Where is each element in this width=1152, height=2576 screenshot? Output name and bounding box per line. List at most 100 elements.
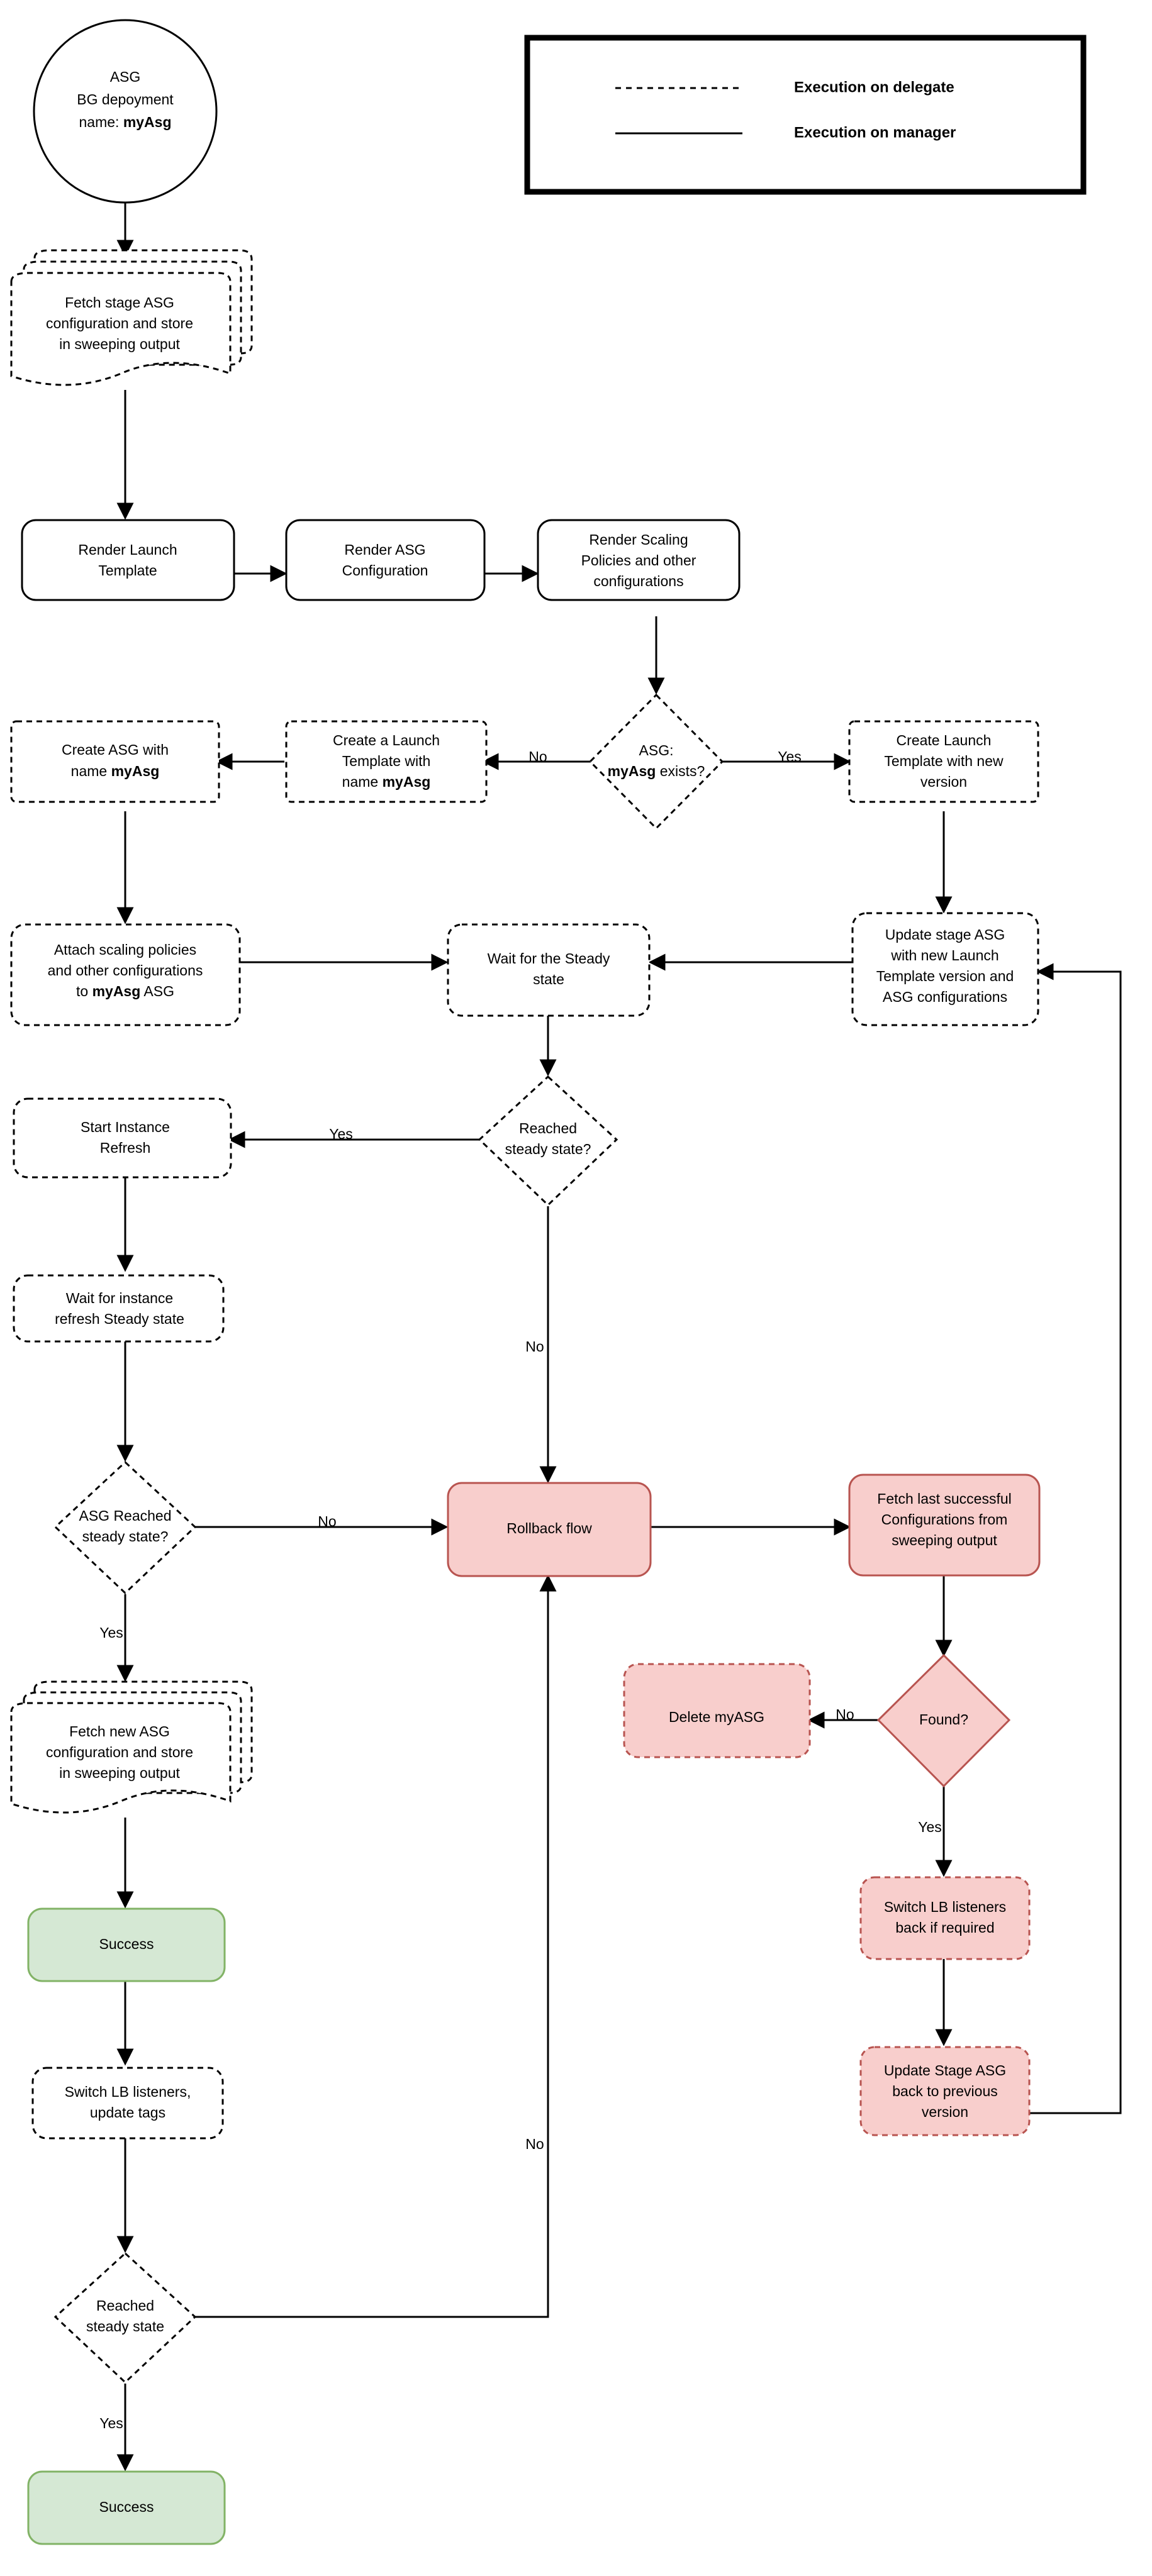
success-bottom-box[interactable] bbox=[27, 2470, 226, 2545]
render-scaling-line3: configurations bbox=[593, 573, 683, 589]
fetch-last-line3: sweeping output bbox=[892, 1532, 997, 1548]
node-update-stage-asg-back[interactable]: Update Stage ASG back to previous versio… bbox=[859, 2046, 1031, 2136]
fetch-last-line2: Configurations from bbox=[881, 1511, 1008, 1528]
legend-manager-label: Execution on manager bbox=[794, 124, 956, 141]
asg-reached-line2: steady state? bbox=[82, 1528, 169, 1545]
fetch-stage-doc-front[interactable] bbox=[10, 272, 232, 386]
edge-bottom-steady-no bbox=[195, 1574, 557, 2318]
create-launch-template-box[interactable] bbox=[285, 720, 488, 803]
attach-scaling-line1: Attach scaling policies bbox=[54, 941, 196, 958]
render-launch-template-box[interactable] bbox=[21, 519, 235, 601]
attach-scaling-line3-bold: myAsg bbox=[92, 983, 141, 999]
update-back-line1: Update Stage ASG bbox=[884, 2062, 1006, 2079]
node-asg-exists-decision[interactable]: ASG: myAsg exists? bbox=[588, 693, 724, 830]
node-fetch-last-successful[interactable]: Fetch last successful Configurations fro… bbox=[848, 1474, 1041, 1577]
render-scaling-box[interactable] bbox=[537, 519, 741, 601]
edge-label-reached-no: No bbox=[525, 1338, 544, 1355]
attach-scaling-line3: to myAsg ASG bbox=[76, 983, 174, 999]
start-instance-refresh-box[interactable] bbox=[13, 1097, 232, 1179]
success-top-box[interactable] bbox=[27, 1907, 226, 1982]
rollback-flow-line1: Rollback flow bbox=[506, 1520, 592, 1536]
node-render-launch-template[interactable]: Render Launch Template bbox=[21, 519, 235, 601]
asg-reached-steady-diamond[interactable] bbox=[53, 1460, 197, 1595]
legend-frame bbox=[524, 35, 1087, 195]
fetch-stage-line3: in sweeping output bbox=[59, 336, 180, 352]
edges-layer: No Yes Yes No No Yes bbox=[99, 203, 1122, 2472]
edge-label-found-yes: Yes bbox=[918, 1819, 942, 1835]
node-switch-lb-update-tags[interactable]: Switch LB listeners, update tags bbox=[31, 2067, 224, 2140]
create-lt-new-version-box[interactable] bbox=[848, 720, 1039, 803]
node-wait-for-steady-state[interactable]: Wait for the Steady state bbox=[447, 923, 651, 1017]
edge-label-exists-no: No bbox=[528, 748, 547, 765]
attach-scaling-line2: and other configurations bbox=[48, 962, 203, 979]
delete-myasg-box[interactable] bbox=[623, 1663, 811, 1758]
update-stage-back-box[interactable] bbox=[859, 2046, 1031, 2136]
start-line2: BG depoyment bbox=[77, 91, 174, 108]
asg-reached-line1: ASG Reached bbox=[79, 1507, 171, 1524]
success-bottom-line1: Success bbox=[99, 2499, 154, 2515]
node-create-asg[interactable]: Create ASG with name myAsg bbox=[10, 720, 220, 803]
node-found-decision[interactable]: Found? bbox=[876, 1653, 1011, 1788]
edge-label-exists-yes: Yes bbox=[778, 748, 802, 765]
legend-box: Execution on delegate Execution on manag… bbox=[524, 35, 1087, 195]
delete-myasg-line1: Delete myASG bbox=[669, 1709, 764, 1725]
node-attach-scaling-policies[interactable]: Attach scaling policies and other config… bbox=[10, 923, 241, 1026]
create-asg-box[interactable] bbox=[10, 720, 220, 803]
node-start-instance-refresh[interactable]: Start Instance Refresh bbox=[13, 1097, 232, 1179]
found-diamond[interactable] bbox=[876, 1653, 1011, 1788]
wait-instance-refresh-box[interactable] bbox=[13, 1274, 225, 1343]
reached-steady-line2: steady state? bbox=[505, 1141, 591, 1157]
attach-scaling-line3-prefix: to bbox=[76, 983, 92, 999]
node-reached-steady-bottom-decision[interactable]: Reached steady state bbox=[53, 2251, 197, 2384]
node-success-top[interactable]: Success bbox=[27, 1907, 226, 1982]
node-fetch-new-asg[interactable]: Fetch new ASG configuration and store in… bbox=[10, 1680, 253, 1814]
node-reached-steady-decision[interactable]: Reached steady state? bbox=[478, 1075, 618, 1207]
start-line3-bold: myAsg bbox=[123, 114, 172, 130]
node-fetch-stage-asg[interactable]: Fetch stage ASG configuration and store … bbox=[10, 249, 253, 386]
wait-refresh-line2: refresh Steady state bbox=[55, 1311, 184, 1327]
node-delete-myasg[interactable]: Delete myASG bbox=[623, 1663, 811, 1758]
node-wait-instance-refresh[interactable]: Wait for instance refresh Steady state bbox=[13, 1274, 225, 1343]
reached-steady-line1: Reached bbox=[519, 1120, 577, 1136]
update-stage-line4: ASG configurations bbox=[883, 989, 1007, 1005]
asg-exists-diamond[interactable] bbox=[588, 693, 724, 830]
node-render-asg-configuration[interactable]: Render ASG Configuration bbox=[285, 519, 486, 601]
node-update-stage-asg[interactable]: Update stage ASG with new Launch Templat… bbox=[851, 912, 1039, 1026]
start-line3: name: myAsg bbox=[79, 114, 171, 130]
node-success-bottom[interactable]: Success bbox=[27, 2470, 226, 2545]
wait-steady-box[interactable] bbox=[447, 923, 651, 1017]
wait-refresh-line1: Wait for instance bbox=[66, 1290, 173, 1306]
create-asg-line2: name myAsg bbox=[71, 763, 160, 779]
fetch-stage-line1: Fetch stage ASG bbox=[65, 294, 174, 311]
start-refresh-line1: Start Instance bbox=[81, 1119, 170, 1135]
fetch-new-doc-front[interactable] bbox=[10, 1702, 232, 1814]
create-lt-new-line1: Create Launch bbox=[897, 732, 992, 748]
render-lt-line2: Template bbox=[98, 562, 157, 579]
edge-label-found-no: No bbox=[836, 1706, 854, 1723]
edge-label-bottom-steady-no: No bbox=[525, 2136, 544, 2152]
node-render-scaling-policies[interactable]: Render Scaling Policies and other config… bbox=[537, 519, 741, 601]
start-ellipse[interactable] bbox=[33, 19, 218, 204]
switch-lb-tags-line2: update tags bbox=[90, 2104, 165, 2121]
node-create-launch-template[interactable]: Create a Launch Template with name myAsg bbox=[285, 720, 488, 803]
reached-steady-bottom-diamond[interactable] bbox=[53, 2251, 197, 2384]
switch-lb-update-tags-box[interactable] bbox=[31, 2067, 224, 2140]
switch-lb-back-line2: back if required bbox=[895, 1919, 994, 1936]
switch-lb-back-line1: Switch LB listeners bbox=[884, 1899, 1006, 1915]
render-asg-config-box[interactable] bbox=[285, 519, 486, 601]
node-rollback-flow[interactable]: Rollback flow bbox=[447, 1482, 652, 1577]
fetch-last-successful-box[interactable] bbox=[848, 1474, 1041, 1577]
asg-exists-line1: ASG: bbox=[639, 742, 674, 758]
create-lt-line3-bold: myAsg bbox=[383, 774, 431, 790]
update-stage-asg-box[interactable] bbox=[851, 912, 1039, 1026]
node-asg-reached-steady-decision[interactable]: ASG Reached steady state? bbox=[53, 1460, 197, 1595]
node-start[interactable]: ASG BG depoyment name: myAsg bbox=[33, 19, 218, 204]
attach-scaling-box[interactable] bbox=[10, 923, 241, 1026]
rollback-flow-box[interactable] bbox=[447, 1482, 652, 1577]
node-create-lt-new-version[interactable]: Create Launch Template with new version bbox=[848, 720, 1039, 803]
reached-bottom-line2: steady state bbox=[86, 2318, 164, 2334]
reached-steady-diamond[interactable] bbox=[478, 1075, 618, 1207]
node-switch-lb-listeners-back[interactable]: Switch LB listeners back if required bbox=[859, 1876, 1031, 1960]
switch-lb-back-box[interactable] bbox=[859, 1876, 1031, 1960]
